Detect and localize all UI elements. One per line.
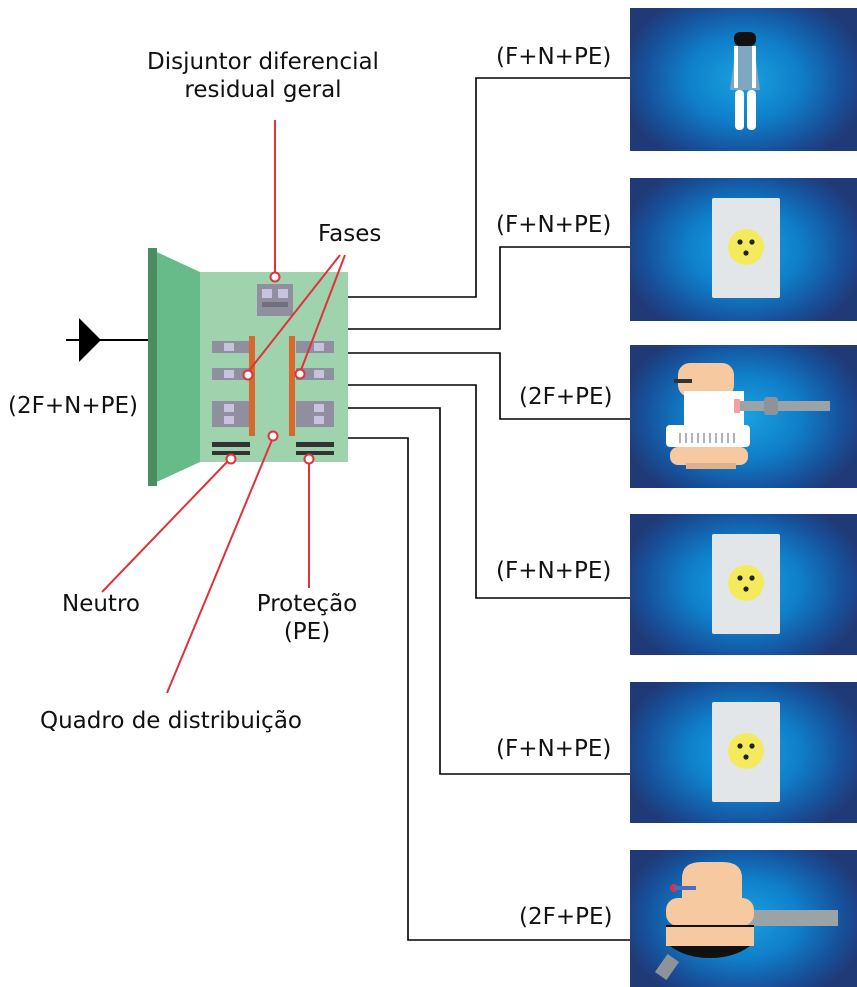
neutral-bar [212, 442, 250, 447]
phase-bus-left [249, 336, 255, 436]
protection-label: Proteção (PE) [242, 590, 372, 646]
supply-label: (2F+N+PE) [8, 393, 138, 419]
circuit-label-3: (2F+PE) [519, 384, 613, 410]
shower-icon [654, 862, 838, 981]
panel-outlet-3 [630, 682, 857, 823]
lamp-icon [730, 32, 760, 130]
breakers-right [296, 341, 334, 427]
supply-arrow-icon [79, 318, 101, 362]
panel-lamp [630, 8, 857, 151]
main-breaker-label-line2: residual geral [184, 77, 342, 103]
main-breaker [257, 284, 293, 316]
water-heater-icon [666, 363, 830, 469]
main-breaker-label: Disjuntor diferencial residual geral [132, 48, 394, 104]
outlet-icon [712, 702, 780, 802]
neutral-label: Neutro [62, 591, 140, 617]
circuit-label-2: (F+N+PE) [496, 212, 612, 238]
circuit-label-4: (F+N+PE) [496, 558, 612, 584]
circuit-wires [348, 77, 630, 941]
circuit-label-6: (2F+PE) [519, 904, 613, 930]
panel-outlet-1 [630, 178, 857, 321]
outlet-icon [712, 198, 780, 298]
board-door [148, 248, 200, 486]
pe-bar [296, 442, 334, 447]
callouts [101, 120, 346, 694]
panel-shower [630, 850, 857, 987]
protection-label-line2: (PE) [283, 619, 331, 645]
panel-outlet-2 [630, 514, 857, 655]
outlet-icon [712, 534, 780, 634]
phase-bus-right [289, 336, 295, 436]
board-label: Quadro de distribuição [40, 708, 302, 734]
circuit-label-5: (F+N+PE) [496, 736, 612, 762]
circuit-label-1: (F+N+PE) [496, 44, 612, 70]
protection-label-line1: Proteção [256, 591, 358, 617]
main-breaker-label-line1: Disjuntor diferencial [147, 49, 379, 75]
board-door-edge [148, 248, 157, 486]
breakers-left [212, 341, 249, 427]
panel-water-heater [630, 345, 857, 488]
phases-label: Fases [318, 221, 382, 247]
